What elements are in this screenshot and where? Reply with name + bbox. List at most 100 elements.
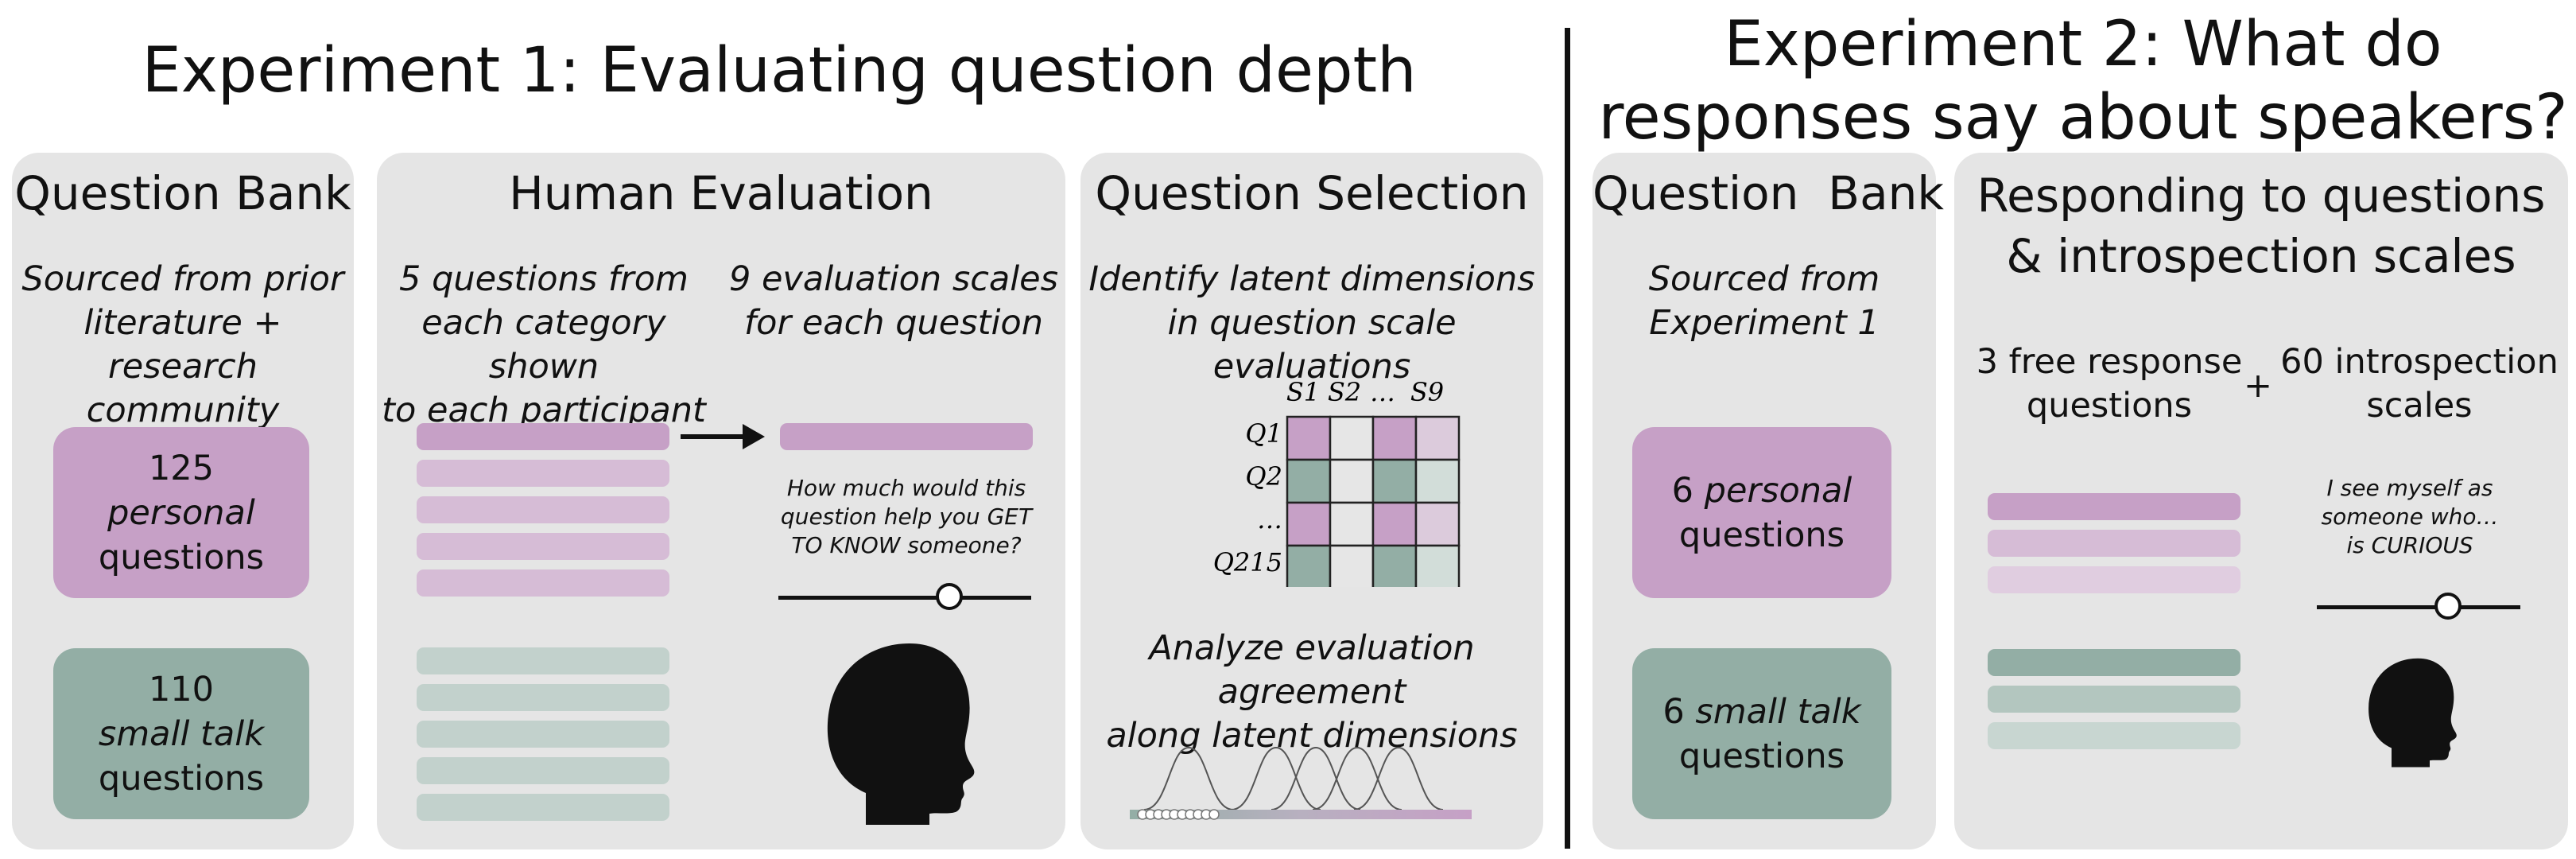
text-line: for each question	[744, 303, 1043, 343]
density-curve	[1231, 746, 1321, 810]
source-line: literature + research	[83, 303, 282, 387]
experiment1-title: Experiment 1: Evaluating question depth	[142, 35, 1417, 107]
free-response-text: 3 free response questions	[1962, 340, 2256, 428]
matrix-cell	[1414, 415, 1461, 461]
text-line: Identify latent dimensions	[1088, 259, 1535, 299]
text-line: 60 introspection	[2280, 342, 2559, 382]
personal-suffix: questions	[98, 537, 265, 577]
response-bar-smalltalk	[1988, 686, 2240, 713]
smalltalk-suffix: questions	[1678, 736, 1845, 776]
data-point	[1208, 809, 1220, 820]
introspection-text: 60 introspection scales	[2272, 340, 2566, 428]
source-line: Sourced from	[1648, 259, 1880, 299]
smalltalk-label: small talk	[98, 713, 265, 754]
introspection-slider-track[interactable]	[2317, 605, 2520, 609]
question-bar-personal	[417, 423, 669, 450]
panel-title: Responding to questions & introspection …	[1954, 165, 2568, 286]
matrix-cell	[1371, 415, 1418, 461]
latent-dimensions-text: Identify latent dimensions in question s…	[1080, 258, 1543, 389]
question-bar-smalltalk	[417, 647, 669, 674]
experiment2-title-line1: Experiment 2: What do	[1724, 9, 2442, 80]
text-line: 3 free response	[1976, 342, 2243, 382]
panel-title: Human Evaluation	[509, 166, 933, 220]
question-bar-smalltalk	[417, 757, 669, 784]
matrix-col-label: …	[1370, 377, 1395, 407]
source-line: Sourced from prior	[21, 259, 344, 299]
question-bar-smalltalk	[417, 684, 669, 711]
scale-question-text: How much would this question help you GE…	[766, 474, 1046, 560]
matrix-col-label: S2	[1328, 377, 1361, 407]
personal-line: 6 personal	[1672, 468, 1852, 513]
panel-title: Question Bank	[14, 166, 351, 220]
text-line: question help you GET	[780, 503, 1033, 530]
density-curve	[1143, 746, 1234, 810]
smalltalk-line: 6 small talk	[1662, 690, 1860, 734]
personal-label: personal	[107, 492, 255, 533]
matrix-col-label: S1	[1286, 377, 1320, 407]
density-curve	[1271, 746, 1361, 810]
person-head-icon	[2368, 658, 2457, 768]
source-text: Sourced from Experiment 1	[1593, 258, 1936, 345]
matrix-cell	[1329, 544, 1375, 587]
matrix-cell	[1414, 458, 1461, 504]
rating-slider-handle[interactable]	[936, 583, 963, 610]
density-curve	[1353, 746, 1444, 810]
title-line: & introspection scales	[2006, 229, 2516, 283]
question-bar-personal	[417, 496, 669, 523]
exp2-responding-panel: Responding to questions & introspection …	[1954, 153, 2568, 849]
matrix-cell	[1286, 544, 1332, 587]
panel-title: Question Selection	[1095, 166, 1529, 220]
source-text: Sourced from prior literature + research…	[12, 258, 354, 433]
personal-questions-box: 125 personal questions	[53, 427, 309, 598]
smalltalk-suffix: questions	[98, 758, 265, 799]
text-line: 9 evaluation scales	[728, 259, 1059, 299]
right-arrow-icon	[681, 424, 765, 449]
experiment2-title-line2: responses say about speakers?	[1598, 82, 2568, 154]
question-bar-smalltalk	[417, 794, 669, 821]
text-line: in question scale evaluations	[1167, 303, 1457, 387]
text-line: TO KNOW someone?	[791, 532, 1022, 558]
matrix-row-label: Q2	[1245, 461, 1282, 492]
person-head-icon	[827, 643, 975, 825]
exp1-question-selection-panel: Question Selection Identify latent dimen…	[1080, 153, 1543, 849]
text-line: Analyze evaluation agreement	[1149, 628, 1475, 712]
question-bar-personal	[417, 533, 669, 560]
matrix-row-label: Q1	[1245, 418, 1282, 449]
matrix-cell	[1371, 458, 1418, 504]
text-line: someone who…	[2321, 503, 2499, 530]
text-line: I see myself as	[2326, 475, 2493, 501]
questions-shown-text: 5 questions from each category shown to …	[377, 258, 711, 433]
evaluation-matrix: S1 S2 … S9 Q1 Q2 … Q215	[1213, 377, 1461, 587]
matrix-row-label: …	[1257, 504, 1282, 534]
agreement-text: Analyze evaluation agreement along laten…	[1080, 627, 1543, 758]
response-bar-smalltalk	[1988, 722, 2240, 749]
smalltalk-questions-box: 110 small talk questions	[53, 648, 309, 819]
matrix-cell	[1371, 501, 1418, 547]
personal-questions-box: 6 personal questions	[1632, 427, 1891, 598]
personal-count: 125	[148, 448, 215, 488]
latent-distribution-plot	[1130, 746, 1472, 820]
text-line: is CURIOUS	[2346, 532, 2473, 558]
response-bar-personal	[1988, 493, 2240, 520]
matrix-cell	[1329, 415, 1375, 461]
experiment-divider	[1565, 28, 1570, 849]
matrix-cell	[1329, 501, 1375, 547]
panel-title: Question Bank	[1593, 166, 1944, 220]
matrix-cell	[1329, 458, 1375, 504]
plus-sign: +	[2243, 366, 2273, 406]
smalltalk-count: 110	[148, 669, 215, 709]
matrix-cell	[1414, 501, 1461, 547]
experiment2-title: Experiment 2: What do responses say abou…	[1590, 8, 2576, 154]
selected-question-bar	[780, 423, 1033, 450]
personal-count: 6	[1671, 470, 1693, 511]
rating-slider-track[interactable]	[778, 596, 1031, 600]
question-bar-smalltalk	[417, 721, 669, 748]
question-bar-personal	[417, 460, 669, 487]
introspection-slider-handle[interactable]	[2434, 593, 2462, 620]
text-line: each category shown	[421, 303, 666, 387]
smalltalk-label: small talk	[1695, 691, 1861, 732]
source-line: Experiment 1	[1649, 303, 1880, 343]
response-bar-personal	[1988, 530, 2240, 557]
matrix-cell	[1371, 544, 1418, 587]
response-bar-smalltalk	[1988, 649, 2240, 676]
